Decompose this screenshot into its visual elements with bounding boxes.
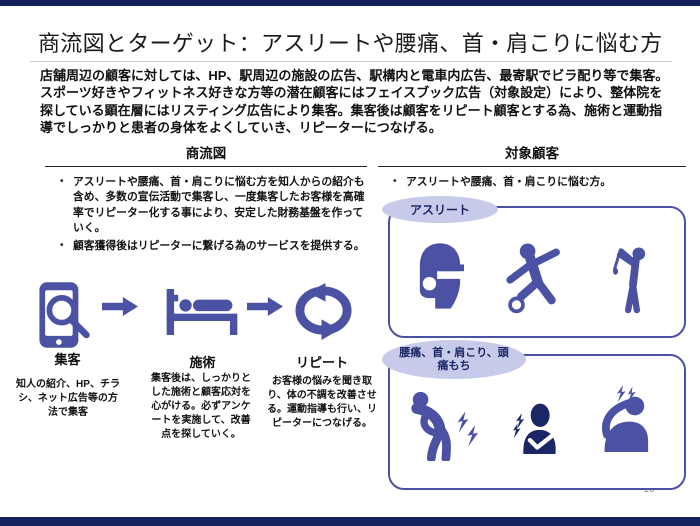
step-label-attract: 集客 — [54, 352, 81, 367]
phone-search-icon — [39, 282, 90, 348]
arrow-right-icon — [247, 297, 283, 316]
target-section-heading: 対象顧客 — [378, 142, 686, 167]
flow-section-heading: 商流図 — [45, 142, 367, 167]
athlete-group-label: アスリート — [382, 196, 498, 223]
target-section-bullets: アスリートや腰痛、首・肩こりに悩む方。 — [378, 175, 686, 190]
step-label-repeat: リピート — [295, 355, 348, 370]
target-section: 対象顧客 アスリートや腰痛、首・肩こりに悩む方。 — [378, 142, 686, 193]
bullet-item: 顧客獲得後はリピーターに繋げる為のサービスを提供する。 — [60, 239, 367, 254]
pain-group-label: 腰痛、首・肩こり、頭痛もち — [382, 340, 526, 379]
intro-paragraph: 店舗周辺の顧客に対しては、HP、駅周辺の施設の広告、駅構内と電車内広告、最寄駅で… — [40, 68, 669, 136]
step-description: お客様の悩みを聞き取り、体の不調を改善させる。運動指導も行い、リピーターにつなげ… — [267, 376, 377, 429]
bottom-border-bar — [0, 517, 700, 526]
neck-pain-icon — [513, 403, 556, 454]
bullet-item: アスリートや腰痛、首・肩こりに悩む方を知人からの紹介も含め、多数の宣伝活動で集客… — [60, 175, 367, 236]
golfer-icon — [612, 247, 646, 314]
headache-icon — [602, 385, 649, 452]
step-description: 知人の紹介、HP、チラシ、ネット広告等の方法で集客 — [16, 379, 120, 418]
soccer-player-icon — [506, 243, 560, 314]
title-divider — [30, 61, 672, 62]
page-title: 商流図とターゲット：アスリートや腰痛、首・肩こりに悩む方 — [38, 31, 663, 56]
massage-bed-icon — [166, 289, 238, 335]
baseball-helmet-icon — [419, 243, 464, 309]
arrow-right-icon — [102, 297, 138, 316]
back-pain-icon — [411, 391, 479, 461]
flow-section-bullets: アスリートや腰痛、首・肩こりに悩む方を知人からの紹介も含め、多数の宣伝活動で集客… — [45, 175, 367, 255]
bullet-item: アスリートや腰痛、首・肩こりに悩む方。 — [393, 175, 686, 190]
step-description: 集客後は、しっかりとした施術と顧客応対を心がける。必ずアンケートを実施して、改善… — [151, 373, 251, 440]
top-border-bar — [0, 0, 700, 6]
flow-section: 商流図 アスリートや腰痛、首・肩こりに悩む方を知人からの紹介も含め、多数の宣伝活… — [45, 142, 367, 258]
step-label-treatment: 施術 — [189, 355, 216, 370]
repeat-cycle-icon — [295, 283, 352, 340]
